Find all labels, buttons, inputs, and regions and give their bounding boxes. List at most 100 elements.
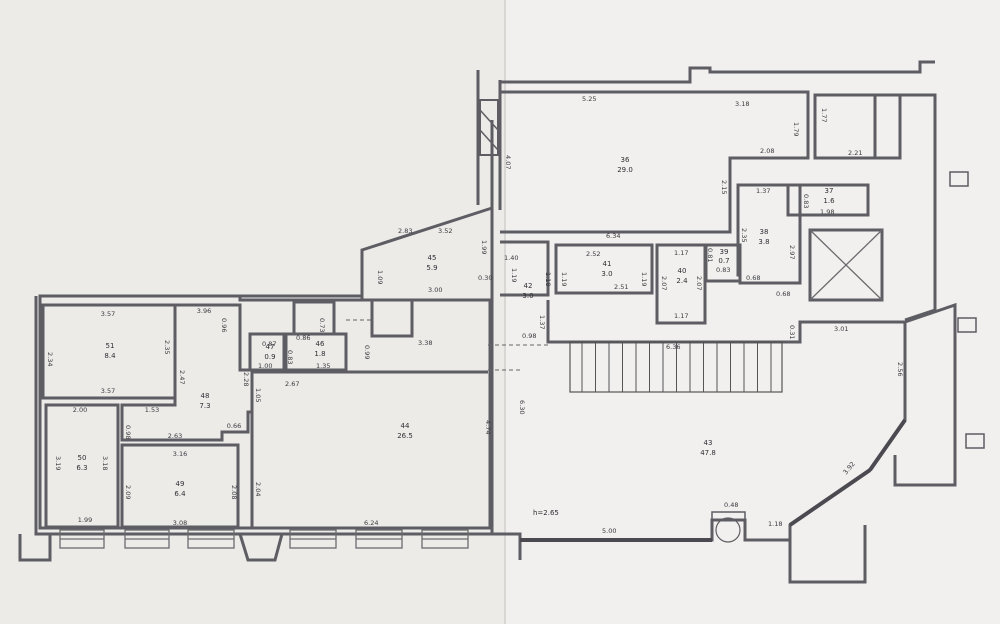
dim: 0.31 [788,325,796,339]
room-number: 50 [78,454,87,462]
dim: 3.00 [428,286,442,294]
room-area: 3.8 [758,238,769,246]
dim: 2.56 [896,362,904,376]
dim: 0.86 [296,334,310,342]
dim: 1.19 [640,272,648,286]
dim: 2.08 [230,485,238,499]
dim: 3.52 [438,227,452,235]
dim: 3.18 [735,100,749,108]
room-area: 6.4 [174,490,186,498]
dim: 0.68 [776,290,790,298]
dim: 6.24 [364,519,378,527]
room-42: 423.0 [522,282,533,300]
dim: 2.21 [848,149,862,157]
dim: 0.83 [716,266,730,274]
dim: 0.68 [746,274,760,282]
dim: 2.15 [720,180,728,194]
room-number: 47 [266,343,275,351]
room-labels: 518.4 487.3 506.3 496.4 470.9 461.8 455.… [76,156,835,517]
dim: 2.47 [178,370,186,384]
ceiling-height: h=2.65 [533,509,559,517]
room-area: 2.4 [676,277,688,285]
room-number: 49 [176,480,185,488]
dim: 3.38 [418,339,432,347]
room-area: 0.9 [264,353,275,361]
room-number: 51 [106,342,115,350]
staircase [581,342,772,392]
room-area: 3.0 [601,270,612,278]
dim: 6.34 [606,232,620,240]
dim: 1.19 [560,272,568,286]
room-44: 44 26.5 [397,422,413,440]
room-47: 470.9 [264,343,275,361]
room-45: 455.9 [426,254,437,272]
room-area: 3.0 [522,292,533,300]
dim: 3.57 [101,387,115,395]
room-number: 45 [428,254,437,262]
dim: 0.96 [220,318,228,332]
dim: 0.98 [522,332,536,340]
room-area: 0.7 [718,257,729,265]
dim: 0.87 [262,340,276,348]
dim: 6.30 [518,400,526,414]
dim: 3.01 [834,325,848,333]
dim: 1.37 [538,315,546,329]
room-number: 44 [401,422,410,430]
room-46: 461.8 [314,340,325,358]
dim: 2.09 [124,485,132,499]
room-37: 371.6 [823,187,835,205]
dim: 3.19 [54,456,62,470]
dim: 3.96 [197,307,211,315]
dim: 1.18 [768,520,782,528]
dimensions: 3.57 2.34 2.35 3.57 3.96 0.96 2.47 1.53 … [46,95,904,535]
dim: 1.53 [145,406,159,414]
room-49: 496.4 [174,480,186,498]
dim: 1.09 [376,270,384,284]
dim: 6.36 [666,343,680,351]
dim: 1.17 [674,249,688,257]
room-area: 7.3 [199,402,210,410]
paper-right-sheet [505,0,1000,624]
room-number: 41 [603,260,612,268]
dim: 1.77 [820,108,828,122]
dim: 0.66 [227,422,241,430]
dim: 0.81 [706,248,714,262]
room-number: 48 [201,392,210,400]
dim: 2.63 [168,432,182,440]
room-number: 37 [825,187,834,195]
room-48: 487.3 [199,392,210,410]
dim: 2.08 [760,147,774,155]
room-area: 26.5 [397,432,413,440]
room-area: 47.8 [700,449,716,457]
dim: 5.00 [602,527,616,535]
room-area: 29.0 [617,166,633,174]
room-number: 40 [678,267,687,275]
dim: 1.99 [78,516,92,524]
right-windows [520,171,985,543]
room-number: 42 [524,282,533,290]
walls [34,70,522,560]
dim: 2.67 [285,380,299,388]
dim: 2.07 [660,276,668,290]
left-facade [18,529,469,562]
room-area: 5.9 [426,264,437,272]
dim: 5.25 [582,95,596,103]
room-area: 8.4 [104,352,116,360]
dim: 1.99 [480,240,488,254]
dim: 3.18 [101,456,109,470]
dim: 4.07 [504,155,512,169]
dim: 2.04 [254,482,262,496]
dim: 1.18 [544,272,552,286]
dim: 2.97 [788,245,796,259]
dim: 2.07 [695,276,703,290]
dim: 1.17 [674,312,688,320]
dim: 1.40 [504,254,518,262]
dim: 1.37 [756,187,770,195]
dim: 0.73 [318,318,326,332]
dim: 0.83 [802,194,810,208]
dim: 0.30 [478,274,492,282]
room-number: 39 [720,248,729,256]
